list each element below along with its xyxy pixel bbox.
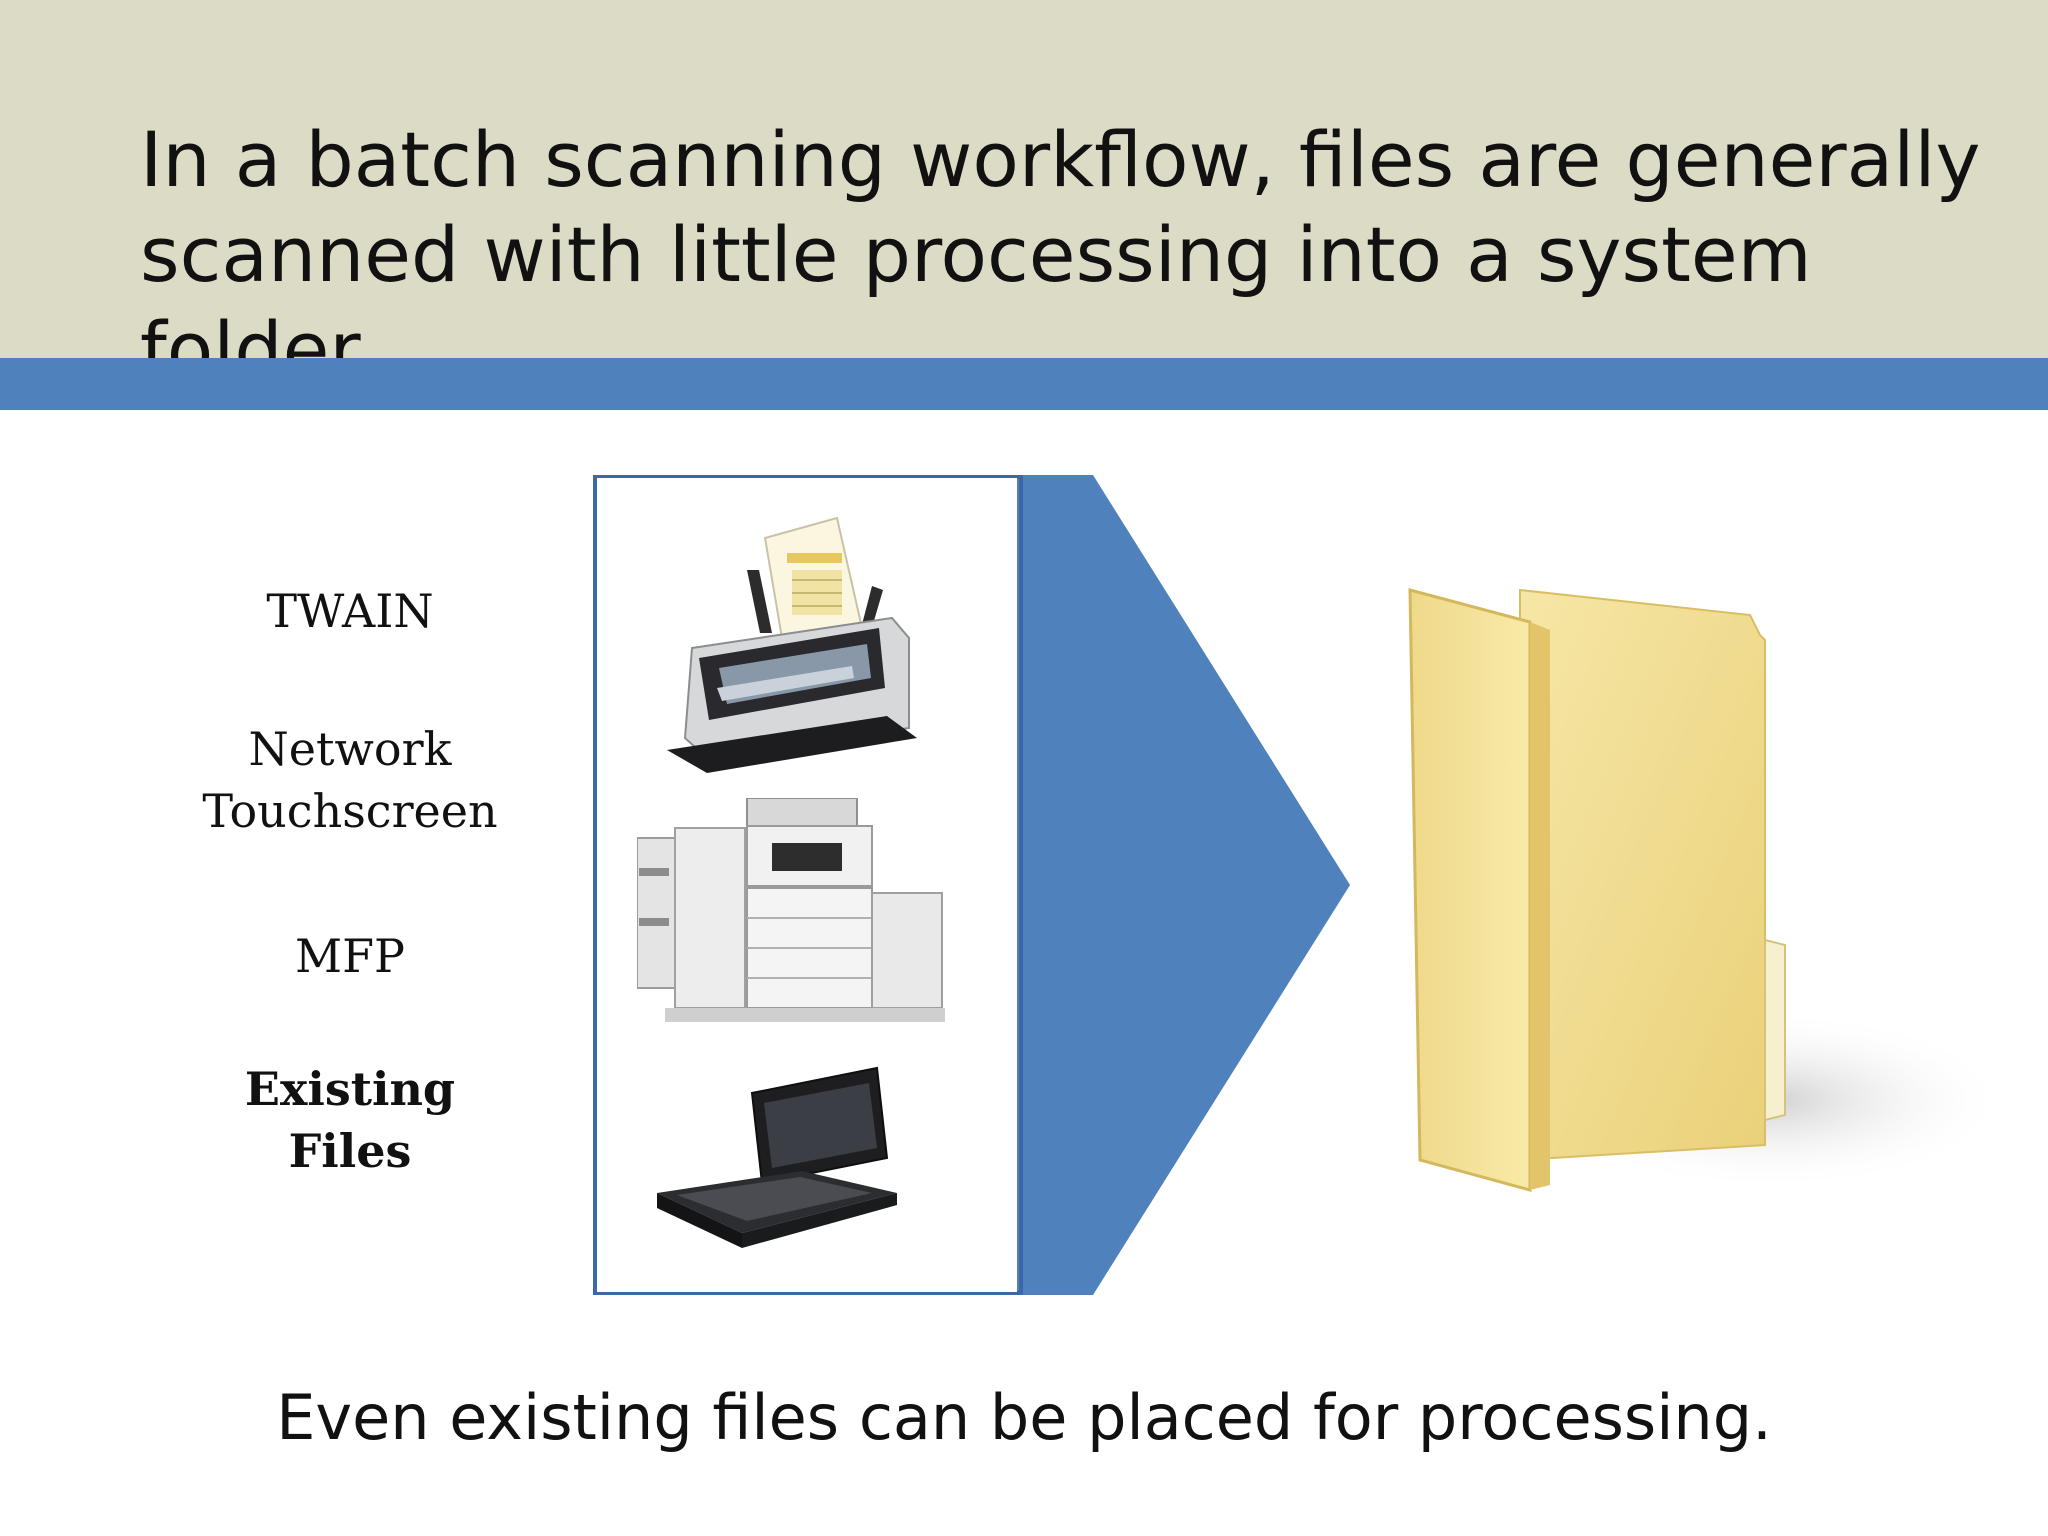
source-label-mfp: MFP bbox=[150, 925, 550, 987]
slide-title-line-1: In a batch scanning workflow, files are … bbox=[140, 115, 1981, 204]
source-label-existing-files: Existing Files bbox=[150, 1058, 550, 1182]
source-label-touchscreen-text: Touchscreen bbox=[202, 784, 498, 838]
source-label-network-touchscreen: Network Touchscreen bbox=[150, 718, 550, 842]
header-band: In a batch scanning workflow, files are … bbox=[0, 0, 2048, 394]
document-scanner-icon bbox=[667, 516, 917, 773]
footer-caption: Even existing files can be placed for pr… bbox=[276, 1381, 1772, 1454]
source-label-mfp-text: MFP bbox=[295, 929, 405, 983]
device-panel bbox=[597, 478, 1017, 1292]
folder-icon bbox=[1408, 588, 1990, 1192]
slide-title-line-2: scanned with little processing into a sy… bbox=[140, 210, 1812, 394]
source-label-files-text: Files bbox=[288, 1124, 412, 1178]
source-label-twain: TWAIN bbox=[150, 580, 550, 642]
source-label-existing-text: Existing bbox=[244, 1062, 456, 1116]
source-label-twain-text: TWAIN bbox=[266, 584, 434, 638]
slide-title: In a batch scanning workflow, files are … bbox=[140, 112, 2000, 397]
laptop-icon bbox=[657, 1066, 897, 1248]
multifunction-printer-icon bbox=[637, 798, 945, 1022]
accent-divider bbox=[0, 358, 2048, 410]
source-label-network-text: Network bbox=[248, 722, 452, 776]
